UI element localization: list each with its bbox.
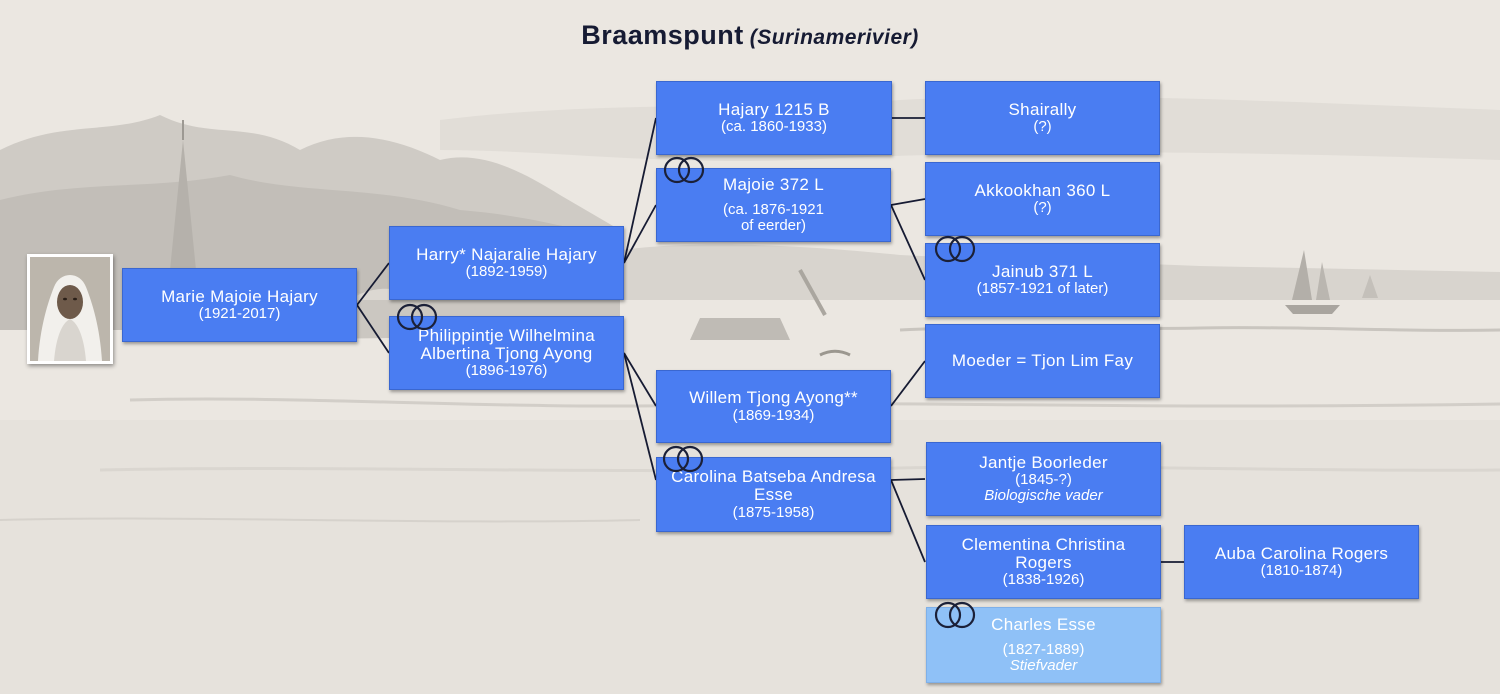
person-dates: (1921-2017) <box>198 305 281 323</box>
person-dates: (ca. 1860-1933) <box>721 118 827 136</box>
person-name: Willem Tjong Ayong** <box>689 388 858 408</box>
person-name: Moeder = Tjon Lim Fay <box>951 350 1134 370</box>
person-note: Stiefvader <box>1009 657 1078 675</box>
person-dates: (1827-1889) <box>1002 640 1085 658</box>
interlocking-rings-icon <box>662 445 704 473</box>
person-name-line1: Clementina Christina <box>961 534 1126 554</box>
person-name: Hajary 1215 B <box>718 99 830 119</box>
interlocking-rings-icon <box>934 601 976 629</box>
person-clementina-christina-rogers[interactable]: Clementina Christina Rogers (1838-1926) <box>926 525 1161 599</box>
person-name: Charles Esse <box>991 614 1096 634</box>
portrait-photo <box>27 254 113 364</box>
portrait-image <box>30 257 110 361</box>
person-name: Shairally <box>1008 99 1077 119</box>
title-main: Braamspunt <box>581 20 744 50</box>
person-name-line1: Carolina Batseba Andresa <box>671 467 876 487</box>
person-dates: (1875-1958) <box>732 503 815 521</box>
person-name: Akkookhan 360 L <box>974 180 1111 200</box>
interlocking-rings-icon <box>663 156 705 184</box>
interlocking-rings-icon <box>934 235 976 263</box>
person-dates: (1810-1874) <box>1260 562 1343 580</box>
interlocking-rings-icon <box>396 303 438 331</box>
person-name: Auba Carolina Rogers <box>1214 543 1389 563</box>
person-dates: (1869-1934) <box>732 406 815 424</box>
person-dates: (1838-1926) <box>1002 571 1085 589</box>
person-dates: (?) <box>1033 118 1052 136</box>
person-name-line2: Esse <box>754 485 793 505</box>
person-name: Jainub 371 L <box>992 261 1093 281</box>
person-dates-line2: of eerder) <box>740 217 807 235</box>
person-charles-esse[interactable]: Charles Esse (1827-1889) Stiefvader <box>926 607 1161 683</box>
person-name-line2: Rogers <box>1015 552 1072 572</box>
person-akkookhan-360-l[interactable]: Akkookhan 360 L (?) <box>925 162 1160 236</box>
person-auba-carolina-rogers[interactable]: Auba Carolina Rogers (1810-1874) <box>1184 525 1419 599</box>
title-subtitle: (Surinamerivier) <box>749 26 919 49</box>
person-name-line2: Albertina Tjong Ayong <box>420 343 593 363</box>
person-dates: (1845-?) <box>1015 470 1072 488</box>
person-dates: (?) <box>1033 199 1052 217</box>
person-moeder-tjon-lim-fay[interactable]: Moeder = Tjon Lim Fay <box>925 324 1160 398</box>
person-willem-tjong-ayong[interactable]: Willem Tjong Ayong** (1869-1934) <box>656 370 891 443</box>
person-harry-najaralie-hajary[interactable]: Harry* Najaralie Hajary (1892-1959) <box>389 226 624 300</box>
person-jantje-boorleder[interactable]: Jantje Boorleder (1845-?) Biologische va… <box>926 442 1161 516</box>
person-jainub-371-l[interactable]: Jainub 371 L (1857-1921 of later) <box>925 243 1160 317</box>
person-name: Majoie 372 L <box>723 174 824 194</box>
person-dates: (1857-1921 of later) <box>976 280 1109 298</box>
person-shairally[interactable]: Shairally (?) <box>925 81 1160 155</box>
person-name: Marie Majoie Hajary <box>161 286 318 306</box>
person-name: Jantje Boorleder <box>979 452 1108 472</box>
person-dates: (1896-1976) <box>465 362 548 380</box>
person-dates-line1: (ca. 1876-1921 <box>723 200 824 218</box>
person-dates: (1892-1959) <box>465 263 548 281</box>
page-title: Braamspunt(Surinamerivier) <box>0 20 1500 51</box>
person-marie-majoie-hajary[interactable]: Marie Majoie Hajary (1921-2017) <box>122 268 357 342</box>
person-note: Biologische vader <box>984 487 1103 505</box>
person-name: Harry* Najaralie Hajary <box>416 244 597 264</box>
person-hajary-1215-b[interactable]: Hajary 1215 B (ca. 1860-1933) <box>656 81 892 155</box>
person-name-line1: Philippintje Wilhelmina <box>418 325 595 345</box>
